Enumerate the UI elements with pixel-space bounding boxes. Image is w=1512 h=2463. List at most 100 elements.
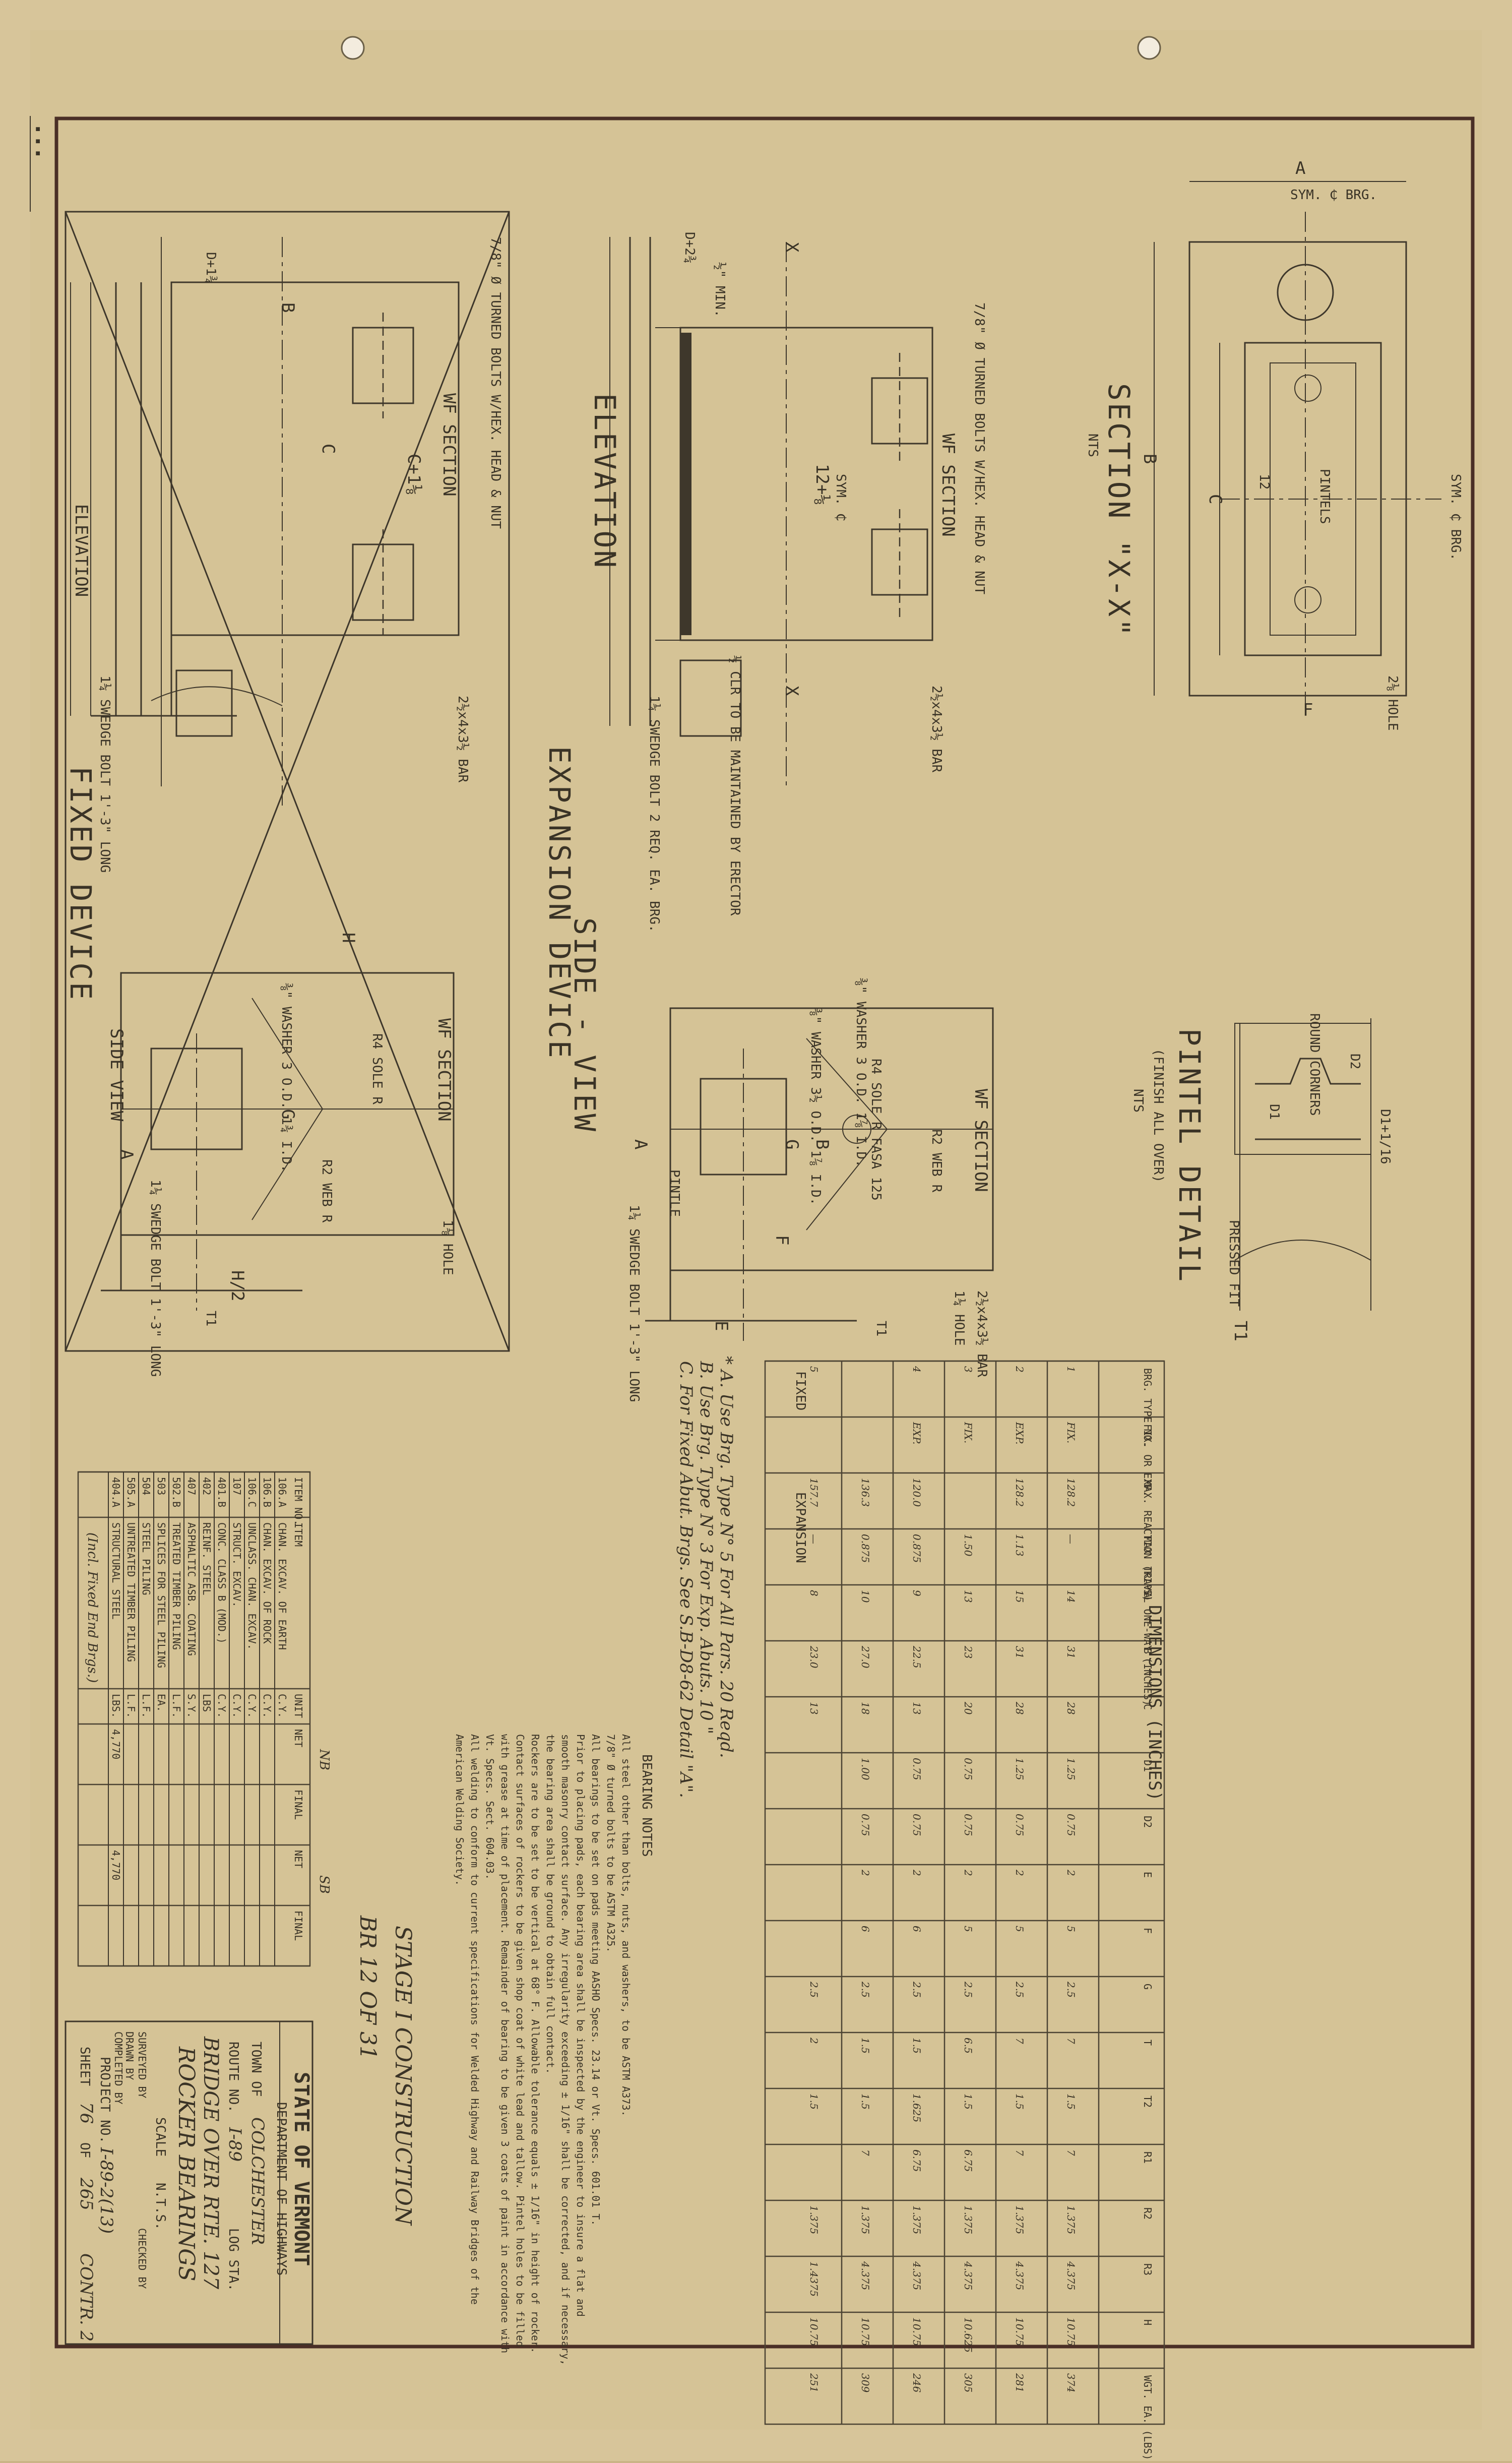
exp-web-label: R2 WEB R	[929, 1129, 944, 1193]
dim-table-cell: 136.3	[859, 1478, 871, 1507]
section-xx-dim-12: 12	[1256, 474, 1272, 489]
qty-table-cell: 4,770	[110, 1850, 122, 1880]
tb-route-label: ROUTE NO.	[226, 2042, 241, 2113]
footnote-c: C. For Fixed Abut. Brgs. See S.B-D8-62 D…	[676, 1361, 696, 1798]
tb-log-label: LOG STA.	[226, 2228, 241, 2291]
dim-table-cell: 1.375	[911, 2205, 923, 2234]
svg-text:▪ ▪ ▪: ▪ ▪ ▪	[33, 126, 45, 156]
exp-sym: SYM. ₵	[833, 474, 848, 521]
dim-table-cell: 309	[859, 2373, 871, 2392]
pintel-dim-d1: D1	[1267, 1104, 1282, 1120]
qty-table-cell: LBS.	[110, 1694, 122, 1718]
cross-line-2	[65, 211, 510, 1351]
notes-line: All steel other than bolts, nuts, and wa…	[620, 1734, 632, 2117]
notes-line: Contact surfaces of rockers to be given …	[514, 1734, 526, 2347]
qty-note: (Incl. Fixed End Brgs.)	[85, 1532, 100, 1683]
dim-header-cell: T2	[1142, 2096, 1154, 2108]
exp-side-wf: WF SECTION	[971, 1089, 991, 1192]
tb-contr: CONTR. 2	[76, 2253, 96, 2342]
pintel-detail-group	[1234, 1018, 1371, 1311]
notes-line: Rockers are to be set to be vertical at …	[529, 1734, 541, 2353]
exp-min-label: ½" MIN.	[712, 262, 727, 318]
dim-table-cell: 10.75	[911, 2317, 923, 2346]
binding-hole-left	[341, 36, 365, 60]
quantities-table: ITEM NO.ITEMUNITNETFINALNETFINALNBSB106.…	[77, 1471, 332, 1967]
dim-table-cell: 1.25	[1014, 1758, 1026, 1780]
qty-header-cell: ITEM	[292, 1522, 304, 1547]
pintel-dim-d2: D2	[1347, 1054, 1362, 1069]
dim-table-cell: 10	[859, 1590, 871, 1603]
qty-table-cell: C.Y.	[261, 1694, 273, 1718]
qty-table-cell: LBS	[201, 1694, 213, 1712]
qty-table-cell: EA.	[155, 1694, 167, 1712]
section-xx-title: SECTION "X-X"	[1102, 383, 1136, 638]
tb-state: STATE OF VERMONT	[290, 2072, 313, 2266]
dim-header-cell: F	[1142, 1928, 1154, 1934]
pintel-dim-d1b: D1+1/16	[1377, 1109, 1393, 1164]
qty-table-cell: ASPHALTIC ASB. COATING	[185, 1522, 198, 1656]
dim-table-cell: 4.375	[1014, 2261, 1026, 2290]
edge-marks: ▪ ▪ ▪	[30, 116, 45, 212]
dim-group-title: DIMENSIONS (INCHES)	[1145, 1605, 1165, 1801]
dim-table-cell: 1.5	[1065, 2093, 1077, 2110]
dim-table-cell: 6	[859, 1926, 871, 1932]
tb-surveyed: SURVEYED BY	[136, 2031, 148, 2098]
dim-table-cell: 31	[1014, 1646, 1026, 1658]
dim-header-cell: G	[1142, 1984, 1154, 1990]
dim-table-cell: 2.5	[859, 1981, 871, 1998]
qty-table-cell: 402	[201, 1477, 213, 1495]
exp-dim-d: D+2¾	[682, 232, 697, 264]
tb-dept: DEPARTMENT OF HIGHWAYS	[274, 2102, 289, 2275]
qty-header-cell: NET	[292, 1850, 304, 1868]
exp-swedge-label: 1¼ SWEDGE BOLT 2 REQ. EA. BRG.	[647, 696, 662, 933]
dim-table-cell: 10.75	[1014, 2317, 1026, 2346]
dim-table-cell: 4	[911, 1366, 923, 1373]
fixed-dim-c: C	[318, 444, 338, 454]
dim-table-cell: 18	[859, 1702, 871, 1714]
expansion-device-group: ELEVATION 7/8" Ø TURNED BOLTS W/HEX. HEA…	[542, 232, 994, 1402]
dim-table-cell: 13	[911, 1702, 923, 1714]
dim-table-cell: 4.375	[911, 2261, 923, 2290]
exp-dim-x-top: X	[782, 242, 802, 253]
exp-bar-label: 2½x4x3½ BAR	[929, 686, 944, 773]
dim-table-cell: 0.75	[911, 1814, 923, 1836]
tb-checked: CHECKED BY	[136, 2228, 148, 2289]
qty-table-cell: 505.A	[125, 1477, 137, 1507]
section-xx-sym-top: SYM. ₵ BRG.	[1290, 188, 1377, 203]
dim-table-cell: 128.2	[1065, 1478, 1077, 1507]
dim-header-cell: R1	[1142, 2151, 1154, 2164]
section-xx-group	[1154, 181, 1441, 706]
qty-table-cell: C.Y.	[231, 1694, 243, 1718]
dim-exp-label: EXPANSION	[793, 1492, 808, 1563]
dim-table-cell: 128.2	[1014, 1478, 1026, 1507]
notes-line: Vt. Specs. Sect. 604.03.	[484, 1734, 496, 1880]
dim-table-cell: 6.75	[911, 2149, 923, 2172]
dimensions-table: BRG. TYPE NO.FIX. OR EXP.MAX. REACTION (…	[764, 1360, 1165, 2460]
tb-of-label: OF	[77, 2142, 92, 2158]
pintel-dim-t1: T1	[1230, 1321, 1250, 1341]
dim-table-cell: 1.25	[1065, 1758, 1077, 1780]
dim-table-cell: 0.875	[859, 1534, 871, 1563]
notes-line: the bearing area shall be ground to obta…	[544, 1734, 556, 2074]
exp-washer1: ⅜" WASHER 3 O.D. 1⅞ I.D.	[853, 978, 868, 1167]
dim-table-cell: 13	[962, 1590, 974, 1603]
dim-header-cell: BRG. TYPE NO.	[1142, 1368, 1154, 1447]
qty-table-cell: 4,770	[110, 1729, 122, 1759]
exp-dim-x: X	[782, 686, 802, 696]
dim-table-cell: 5	[962, 1926, 974, 1932]
fixed-bolts-note: 7/8" Ø TURNED BOLTS W/HEX. HEAD & NUT	[488, 237, 503, 529]
dim-table-cell: 27.0	[859, 1645, 871, 1669]
dim-table-cell: 2	[962, 1869, 974, 1876]
dim-header-cell: H	[1142, 2319, 1154, 2325]
qty-group-sb: SB	[317, 1875, 332, 1894]
dim-table-cell: EXP.	[1014, 1422, 1026, 1445]
fixed-sole-label: R4 SOLE R	[369, 1033, 385, 1104]
dim-table-cell: 23	[962, 1645, 974, 1658]
fixed-bar-label: 2½x4x3½ BAR	[455, 696, 470, 783]
dim-table-cell: 2.5	[1014, 1981, 1026, 1998]
fixed-side-swedge: 1¼ SWEDGE BOLT 1'-3" LONG	[148, 1180, 163, 1377]
qty-table-cell: REINF. STEEL	[201, 1522, 213, 1595]
dim-table-cell: 22.5	[911, 1645, 923, 1669]
qty-table-cell: UNTREATED TIMBER PILING	[125, 1522, 137, 1662]
